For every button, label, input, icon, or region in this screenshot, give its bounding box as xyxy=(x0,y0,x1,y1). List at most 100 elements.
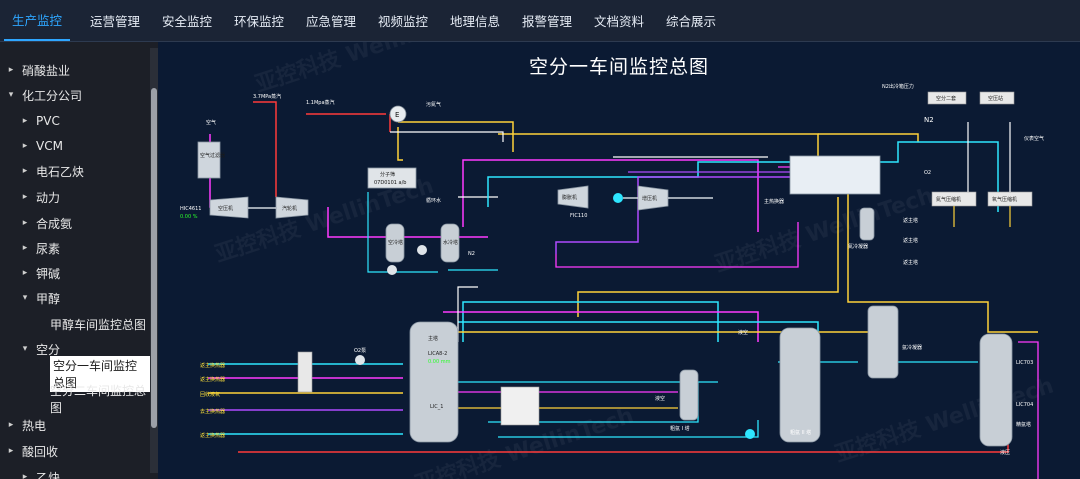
heat-exchanger-box[interactable] xyxy=(500,386,540,426)
subcooler[interactable] xyxy=(297,351,313,393)
air-filter[interactable] xyxy=(197,141,221,179)
water-tower-label: 水冷塔 xyxy=(443,239,458,246)
hic-tag: HIC4611 xyxy=(180,206,201,212)
e-exchanger[interactable] xyxy=(389,105,407,123)
condenser-label: 氩冷凝器 xyxy=(902,344,922,351)
liquid-n2-label: 液压 xyxy=(1000,449,1010,456)
sidebar-item-13[interactable]: 空分二车间监控总图 xyxy=(0,384,150,415)
side-label: 返主换热器 xyxy=(200,376,225,383)
process-diagram: 亚控科技 WellinTech 亚控科技 WellinTech 亚控科技 Wel… xyxy=(158,42,1080,479)
pump-icon[interactable] xyxy=(417,245,427,255)
nav-tab-6[interactable]: 地理信息 xyxy=(449,14,500,29)
sidebar-item-7[interactable]: ▸尿素 xyxy=(0,236,150,260)
waste-n2-label: 污氮气 xyxy=(426,101,441,108)
side-right-label: 返主塔 xyxy=(903,259,918,266)
air-compressor-station-label: 空压站 xyxy=(988,95,1003,102)
sidebar-item-label: 化工分公司 xyxy=(22,88,83,103)
scrollbar-thumb[interactable] xyxy=(151,88,157,428)
chevron-icon: ▸ xyxy=(8,446,14,456)
chevron-icon: ▸ xyxy=(22,192,28,202)
sidebar-item-9[interactable]: ▾ 甲醇 xyxy=(0,286,150,310)
aircool-label: 空冷塔 xyxy=(388,239,403,246)
n2-label: N2 xyxy=(468,251,475,257)
sidebar-item-label: VCM xyxy=(36,139,63,153)
crude-ar-label: 粗氩 I 塔 xyxy=(670,425,690,432)
nav-tab-1[interactable]: 运营管理 xyxy=(89,14,140,29)
sidebar-item-14[interactable]: ▸热电 xyxy=(0,413,150,437)
nav-tab-4[interactable]: 应急管理 xyxy=(305,14,356,29)
pure-ar-tower[interactable] xyxy=(979,333,1013,447)
mol-sieve-tag: 07D0101 a/b xyxy=(374,180,406,186)
main-tower[interactable] xyxy=(409,321,459,443)
lic-small-tag: LIC_1 xyxy=(430,404,443,410)
sidebar-item-label: 空分二车间监控总图 xyxy=(50,384,147,415)
sidebar-item-5[interactable]: ▸动力 xyxy=(0,185,150,209)
page-title: 空分一车间监控总图 xyxy=(528,56,709,78)
chevron-icon: ▾ xyxy=(22,293,28,303)
sidebar-item-8[interactable]: ▸钾碱 xyxy=(0,261,150,285)
sidebar: ▸硝酸盐业▾化工分公司▸PVC▸VCM▸电石乙炔▸动力▸合成氨▸尿素▸钾碱▾甲醇… xyxy=(0,42,158,479)
nav-tab-0[interactable]: 生产监控 xyxy=(4,0,70,41)
sidebar-scrollbar[interactable] xyxy=(150,48,158,473)
sidebar-item-label: 酸回收 xyxy=(22,444,59,459)
expander[interactable] xyxy=(557,185,589,209)
pump-icon[interactable] xyxy=(745,429,755,439)
watermark: 亚控科技 WellinTech xyxy=(832,373,1057,468)
o2-label: O2 xyxy=(924,170,931,176)
chevron-icon: ▸ xyxy=(22,141,28,151)
nav-tab-5[interactable]: 视频监控 xyxy=(377,14,428,29)
main-tower-label: 主塔 xyxy=(428,335,438,342)
nav-tab-7[interactable]: 报警管理 xyxy=(521,14,572,29)
sidebar-item-label: 热电 xyxy=(22,418,47,433)
pure-ar-label: 精氩塔 xyxy=(1016,421,1031,428)
n2-right-label: N2 xyxy=(924,116,934,124)
air-compressor[interactable] xyxy=(209,196,249,219)
sidebar-item-3[interactable]: ▸ VCM xyxy=(0,134,150,158)
sidebar-item-2[interactable]: ▸PVC xyxy=(0,109,150,133)
sidebar-item-label: 空分 xyxy=(36,342,61,357)
pipe-air xyxy=(327,207,488,238)
sidebar-item-label: 电石乙炔 xyxy=(36,164,85,179)
liquid-air-label-2: 液空 xyxy=(655,395,665,402)
ar-condenser[interactable] xyxy=(867,305,899,379)
chevron-icon: ▸ xyxy=(22,472,28,479)
crude-ar-tower-2[interactable] xyxy=(779,327,821,443)
nav-tab-9[interactable]: 综合展示 xyxy=(665,14,716,29)
aircool-tower[interactable] xyxy=(385,223,405,263)
sidebar-item-10[interactable]: 甲醇车间监控总图 xyxy=(0,312,150,336)
steam-turbine[interactable] xyxy=(275,196,309,219)
circulating-label: 循环水 xyxy=(426,197,441,204)
mol-sieve[interactable] xyxy=(367,167,417,189)
sidebar-item-0[interactable]: ▸硝酸盐业 xyxy=(0,58,150,82)
sidebar-item-4[interactable]: ▸电石乙炔 xyxy=(0,159,150,183)
pump-icon[interactable] xyxy=(387,265,397,275)
air-compressor-station-button[interactable] xyxy=(979,91,1015,105)
pipe-yellow xyxy=(847,192,1038,333)
lic704-tag: LIC704 xyxy=(1016,402,1033,408)
sidebar-item-16[interactable]: ▸乙炔 xyxy=(0,465,150,479)
nav-tab-2[interactable]: 安全监控 xyxy=(161,14,212,29)
cold-box[interactable] xyxy=(859,207,875,241)
chevron-icon: ▸ xyxy=(22,218,28,228)
pid-svg: 亚控科技 WellinTech 亚控科技 WellinTech 亚控科技 Wel… xyxy=(180,42,1057,479)
sidebar-item-11[interactable]: ▾空分 xyxy=(0,337,150,361)
side-right-label: 返主塔 xyxy=(903,217,918,224)
sidebar-item-15[interactable]: ▸ 酸回收 xyxy=(0,439,150,463)
air-filter-label: 空气过滤器 xyxy=(200,152,225,159)
sidebar-item-6[interactable]: ▸合成氨 xyxy=(0,211,150,235)
sidebar-item-12[interactable]: 空分一车间监控总图 xyxy=(0,356,150,392)
sidebar-item-label: 甲醇 xyxy=(36,291,61,306)
lic-tag: LICA8-2 xyxy=(428,351,447,357)
crude-ar-tower-1[interactable] xyxy=(679,369,699,421)
side-label: 返主换热器 xyxy=(200,432,225,439)
o2-pump-icon[interactable] xyxy=(355,355,365,365)
booster-compressor[interactable] xyxy=(637,185,669,211)
nav-tab-8[interactable]: 文档资料 xyxy=(593,14,644,29)
main-heat-exchanger[interactable] xyxy=(789,155,881,195)
nav-tab-3[interactable]: 环保监控 xyxy=(233,14,284,29)
steam2-label: 1.1Mpa蒸汽 xyxy=(306,99,335,106)
water-tower[interactable] xyxy=(440,223,460,263)
sidebar-item-1[interactable]: ▾化工分公司 xyxy=(0,83,150,107)
n2-compressor-label: 氮气压缩机 xyxy=(936,196,961,203)
air-separation-2-button[interactable] xyxy=(927,91,967,105)
